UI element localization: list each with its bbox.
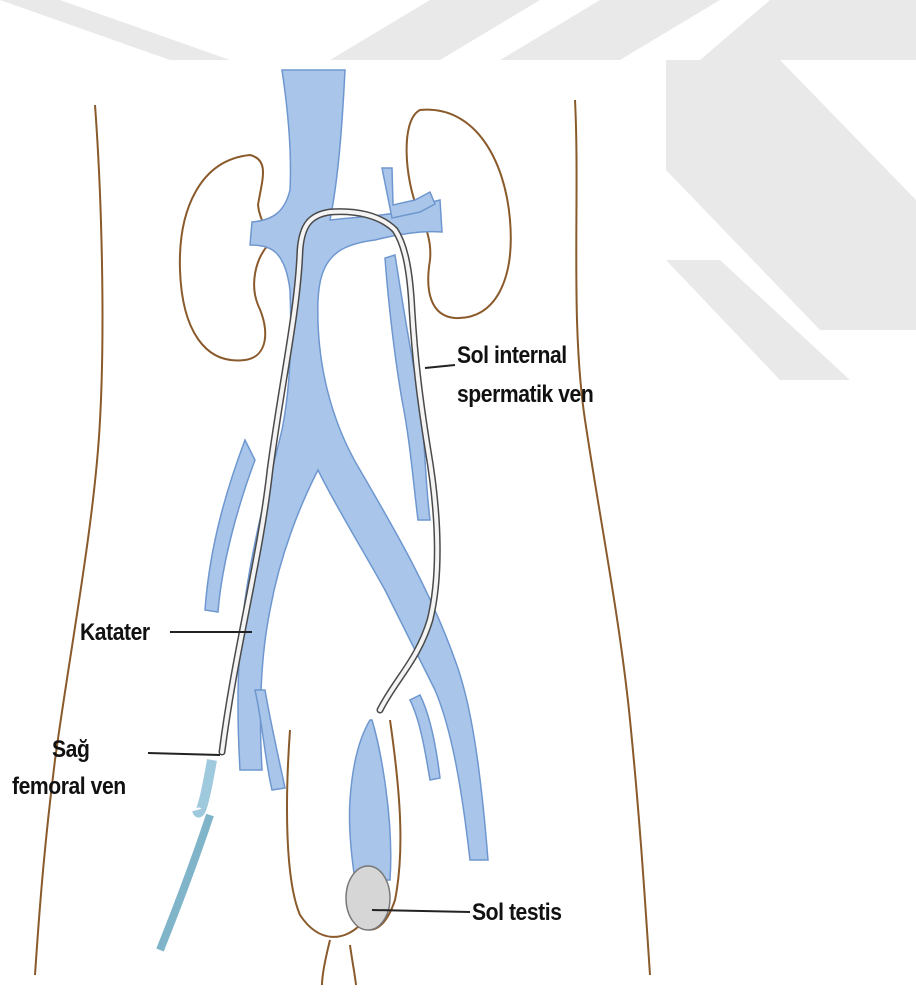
label-right-femoral-vein-line2: femoral ven [12,774,126,800]
label-left-spermatic-vein-line1: Sol internal [457,343,567,369]
sheath-tube [160,815,210,950]
testis-shape [346,866,390,930]
femoral-sheath [197,760,212,813]
label-left-testis: Sol testis [472,900,561,926]
right-kidney [180,155,269,360]
label-right-femoral-vein-line1: Sağ [52,737,89,763]
label-left-spermatic-vein-line2: spermatik ven [457,382,593,408]
pampiniform-plexus [349,720,390,880]
venous-system [205,70,488,880]
label-catheter: Katater [80,620,150,646]
watermark [0,0,916,380]
